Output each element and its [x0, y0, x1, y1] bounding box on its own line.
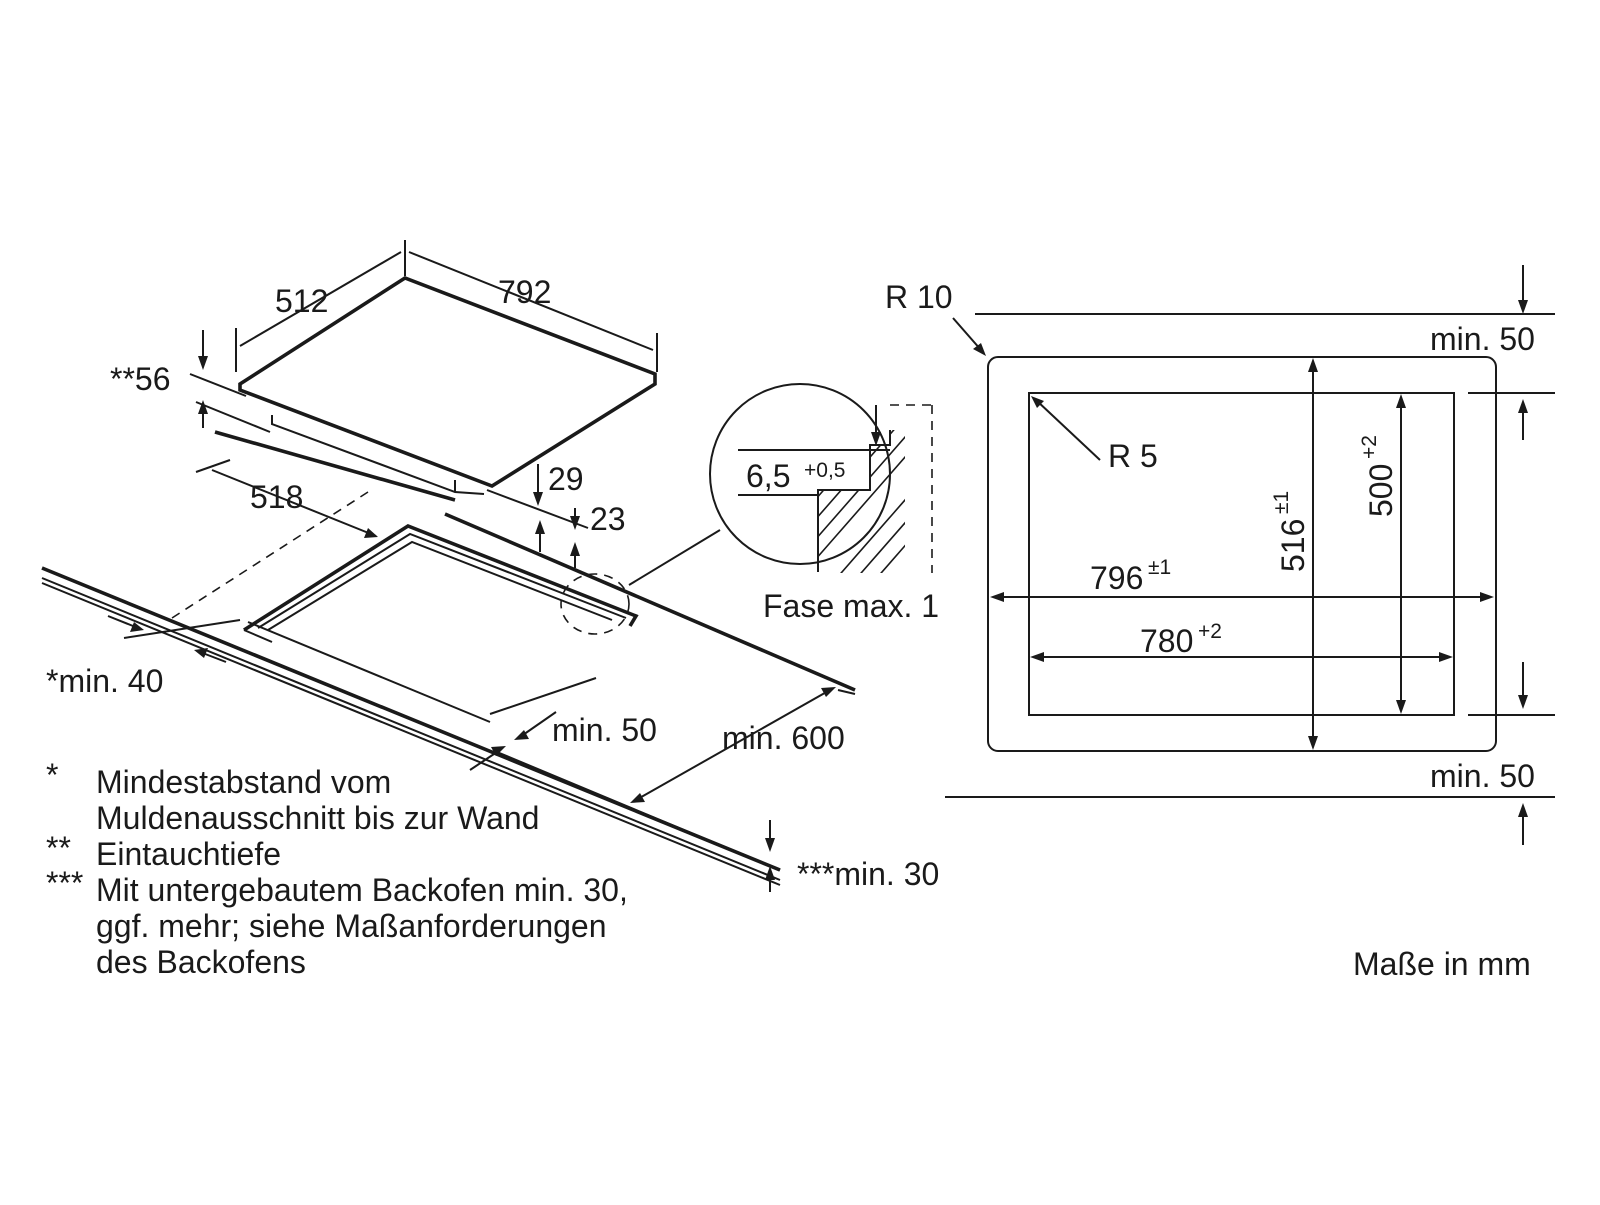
plan-labels: R 10 R 5 min. 50 min. 50 796 ±1 780 +2 5…: [885, 279, 1535, 794]
label-6-5: 6,5: [746, 458, 790, 494]
label-500: 500: [1363, 464, 1399, 517]
label-792: 792: [498, 274, 551, 310]
label-top-min-50: min. 50: [1430, 321, 1535, 357]
units-note: Maße in mm: [1353, 946, 1531, 982]
label-796-tol: ±1: [1148, 556, 1171, 579]
label-780: 780: [1140, 623, 1193, 659]
hidden-cutout-edge: [171, 491, 369, 619]
hatched-section: [818, 430, 905, 573]
worktop-top-edge: [214, 430, 456, 502]
label-516: 516: [1275, 519, 1311, 572]
label-min-40: *min. 40: [46, 663, 163, 699]
worktop-cutout: [243, 523, 639, 643]
label-chamfer: Fase max. 1: [763, 588, 939, 624]
label-front-min-50: min. 50: [552, 712, 657, 748]
footnote-2-line-1: Eintauchtiefe: [96, 836, 281, 872]
inner-cutout-rect: [1028, 392, 1455, 716]
footnote-3-line-3: des Backofens: [96, 944, 306, 980]
label-r5: R 5: [1108, 438, 1158, 474]
hob-body: [271, 415, 485, 495]
hob-top-plate: [238, 275, 657, 489]
isometric-labels: 512 792 **56 518 29 23 *min. 40 min. 50 …: [46, 274, 939, 892]
detail-marker-circle: [560, 573, 630, 635]
footnote-2-mark: **: [46, 830, 71, 866]
footnotes: * Mindestabstand vom Muldenausschnitt bi…: [46, 757, 628, 980]
worktop-back-edge: [444, 512, 856, 692]
cutout-plan-view: [945, 265, 1555, 845]
label-min-600: min. 600: [722, 720, 845, 756]
footnote-1-line-2: Muldenausschnitt bis zur Wand: [96, 800, 539, 836]
label-6-5-tol: +0,5: [804, 459, 845, 482]
footnote-3-line-2: ggf. mehr; siehe Maßanforderungen: [96, 908, 607, 944]
footnote-1-line-1: Mindestabstand vom: [96, 764, 391, 800]
footnote-3-mark: ***: [46, 865, 83, 901]
footnote-1-mark: *: [46, 757, 58, 793]
label-min-30: ***min. 30: [797, 856, 939, 892]
label-r10: R 10: [885, 279, 953, 315]
label-bottom-min-50: min. 50: [1430, 758, 1535, 794]
dim-line-792: [408, 251, 654, 351]
label-512: 512: [275, 283, 328, 319]
label-516-tol: ±1: [1270, 491, 1293, 514]
label-56: **56: [110, 361, 171, 397]
outer-cutout-rect: [987, 356, 1497, 752]
label-29: 29: [548, 461, 584, 497]
label-500-tol: +2: [1358, 435, 1381, 459]
isometric-view: [41, 240, 856, 892]
label-518: 518: [250, 479, 303, 515]
dim-line-512: [239, 251, 402, 347]
label-780-tol: +2: [1198, 620, 1222, 643]
detail-labels: 6,5 +0,5 Fase max. 1: [746, 458, 939, 624]
detail-circle: [709, 383, 891, 565]
label-23: 23: [590, 501, 626, 537]
footnote-3-line-1: Mit untergebautem Backofen min. 30,: [96, 872, 628, 908]
label-796: 796: [1090, 560, 1143, 596]
